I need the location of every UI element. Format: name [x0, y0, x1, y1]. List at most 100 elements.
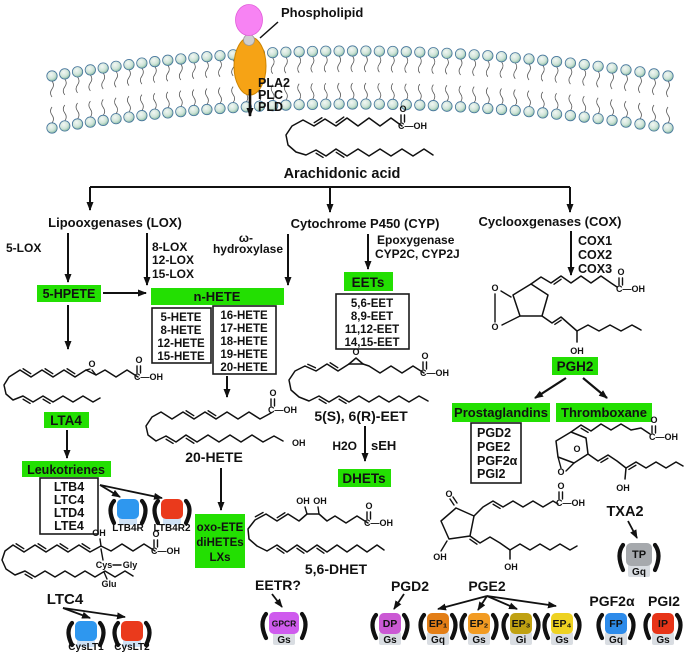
lipid-head-icon	[123, 111, 135, 123]
lipid-tail-icon	[270, 57, 275, 74]
receptor-bracket-icon	[501, 612, 510, 641]
lipid-tail-icon	[485, 87, 490, 104]
lipid-head-icon	[662, 70, 674, 82]
lipid-tail-icon	[350, 82, 355, 100]
lipid-head-icon	[149, 56, 161, 68]
atom-oh: OH	[570, 346, 584, 356]
g-protein-label: Gi	[516, 635, 527, 646]
g-protein-label: Gs	[472, 635, 486, 646]
pathway-arrow	[271, 593, 283, 608]
lipid-head-icon	[136, 110, 148, 122]
receptor-bracket-icon	[152, 498, 161, 526]
lipid-head-icon	[564, 110, 576, 122]
head-group-icon	[235, 4, 263, 36]
lipid-tail-icon	[62, 104, 67, 122]
lt-item: LTC4	[54, 493, 84, 507]
g-protein-box	[652, 632, 674, 645]
lipid-head-icon	[110, 113, 122, 125]
lipid-tail-icon	[310, 56, 315, 73]
atom-o: O	[135, 355, 142, 365]
hete20-label: 20-HETE	[185, 449, 243, 465]
g-protein-box	[551, 632, 573, 645]
lipid-tail-icon	[431, 57, 436, 74]
receptor-body-icon	[161, 499, 183, 519]
lipid-tail-icon	[610, 99, 614, 116]
lipid-tail-icon	[472, 86, 477, 103]
receptor-name: FP	[609, 618, 622, 630]
receptor-name: DP	[383, 618, 398, 630]
lipid-head-icon	[333, 45, 345, 57]
atom-o: O	[421, 351, 428, 361]
lipid-head-icon	[214, 102, 226, 115]
lipid-tail-icon	[323, 82, 328, 100]
lipid-head-icon	[606, 114, 618, 126]
atom-cooh: C—OH	[616, 284, 645, 294]
enzyme-12lox: 12-LOX	[152, 253, 194, 267]
lipid-head-icon	[71, 118, 84, 130]
lipid-tail-icon	[554, 66, 559, 83]
lipid-tail-icon	[270, 84, 275, 101]
lipid-head-icon	[46, 122, 58, 134]
atom-o: O	[491, 322, 498, 332]
lipid-head-icon	[162, 54, 174, 66]
g-protein-box	[628, 564, 650, 577]
receptor-body-icon	[626, 543, 652, 566]
g-protein-box	[605, 632, 627, 645]
atom-o: O	[152, 529, 159, 539]
lipid-head-icon	[634, 118, 646, 130]
lipid-tail-icon	[50, 80, 54, 98]
lipid-head-icon	[400, 99, 412, 111]
receptor-body-icon	[75, 621, 97, 641]
lipid-head-icon	[267, 47, 279, 59]
lipid-head-icon	[59, 68, 71, 80]
lipid-head-icon	[84, 116, 96, 128]
lipid-head-icon	[648, 68, 660, 80]
g-protein-label: Gq	[632, 567, 646, 578]
pathway-arrow	[486, 595, 557, 609]
hete-b-item: 17-HETE	[220, 323, 268, 335]
lipid-tail-icon	[417, 56, 422, 74]
pathway-arrow	[62, 607, 91, 619]
dhets-box	[338, 469, 391, 487]
phospholipid-pointer-line	[259, 21, 279, 39]
hpete-box	[37, 285, 101, 302]
atom-o: O	[557, 481, 564, 491]
cox1-label: COX1	[578, 234, 612, 248]
lipid-head-icon	[427, 100, 439, 112]
eet-item: 8,9-EET	[351, 311, 393, 323]
eets-box	[344, 272, 393, 291]
ltc4-label: LTC4	[47, 591, 84, 608]
cox3-label: COX3	[578, 262, 612, 276]
receptor-bracket-icon	[299, 611, 308, 641]
lipid-head-icon	[333, 98, 345, 110]
atom-oh: OH	[292, 438, 306, 448]
enzyme-5lox: 5-LOX	[6, 241, 41, 255]
omega-hydroxylase-line2: hydroxylase	[213, 242, 283, 256]
receptor-bracket-icon	[532, 612, 541, 641]
lipid-head-icon	[149, 108, 161, 120]
receptor-bracket-icon	[401, 612, 410, 641]
lipid-tail-icon	[431, 84, 436, 101]
eets-label: EETs	[352, 275, 385, 290]
atom-cooh: C—OH	[268, 405, 297, 415]
lipid-tail-icon	[364, 82, 368, 100]
lipid-tail-icon	[568, 94, 573, 111]
pg-item: PGI2	[477, 467, 506, 481]
lipid-head-icon	[346, 45, 359, 57]
hete-a-item: 12-HETE	[157, 338, 205, 350]
lipid-tail-icon	[458, 85, 463, 103]
atom-cys: Cys	[96, 560, 113, 570]
pathway-arrow	[99, 484, 121, 498]
g-protein-label: Gs	[277, 635, 291, 646]
lipid-head-icon	[427, 47, 439, 59]
lox-header: Lipooxgenases (LOX)	[48, 215, 182, 230]
receptor-bracket-icon	[108, 498, 117, 526]
lipid-head-icon	[414, 99, 426, 111]
